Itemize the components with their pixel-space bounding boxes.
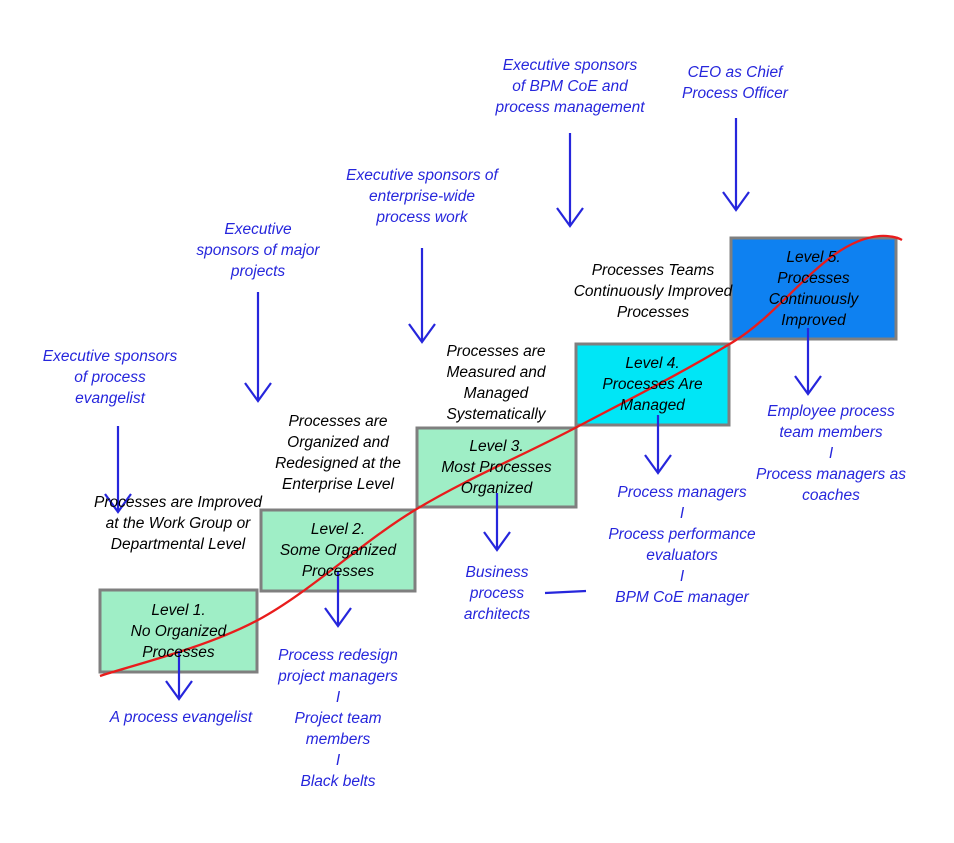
level4-box	[574, 342, 731, 427]
roles-label-level2: Process redesign project managers I Proj…	[278, 647, 398, 790]
role-connector-line	[544, 589, 587, 595]
down-arrow-icon	[104, 426, 132, 514]
down-arrow-icon	[556, 133, 584, 228]
down-arrow-icon	[722, 118, 750, 212]
phase-label-level2: Processes are Organized and Redesigned a…	[275, 413, 401, 493]
phase-label-level5: Processes Teams Continuously Improved Pr…	[573, 262, 733, 321]
level2-box-label: Level 2. Some Organized Processes	[279, 521, 397, 580]
down-arrow-icon	[244, 292, 272, 403]
down-arrow-icon	[324, 572, 352, 628]
sponsor-label-level1: Executive sponsors of process evangelist	[42, 348, 178, 407]
roles-label-level3: Business process architects	[463, 564, 531, 623]
down-arrow-icon	[408, 248, 436, 344]
roles-label-level1: A process evangelist	[109, 709, 253, 726]
level5-box-label: Level 5. Processes Continuously Improved	[768, 248, 859, 329]
down-arrow-icon	[644, 415, 672, 475]
roles-label-level4: Process managers I Process performance e…	[608, 484, 756, 606]
level4-box-label: Level 4. Processes Are Managed	[602, 355, 703, 414]
sponsor-label-level2: Executive sponsors of major projects	[196, 221, 320, 280]
sponsor-label-level4: Executive sponsors of BPM CoE and proces…	[495, 57, 645, 116]
sponsor-label-level3: Executive sponsors of enterprise-wide pr…	[346, 167, 498, 226]
roles-label-level5: Employee process team members I Process …	[756, 403, 906, 504]
maturity-curve	[99, 234, 903, 678]
phase-label-level1: Processes are Improved at the Work Group…	[94, 494, 262, 553]
level3-box-label: Level 3. Most Processes Organized	[441, 438, 552, 497]
phase-label-level3: Processes are Measured and Managed Syste…	[446, 343, 546, 423]
level1-box-label: Level 1. No Organized Processes	[130, 601, 227, 661]
down-arrow-icon	[483, 493, 511, 552]
down-arrow-icon	[165, 651, 193, 701]
down-arrow-icon	[794, 328, 822, 396]
sponsor-label-level5: CEO as Chief Process Officer	[682, 64, 788, 102]
